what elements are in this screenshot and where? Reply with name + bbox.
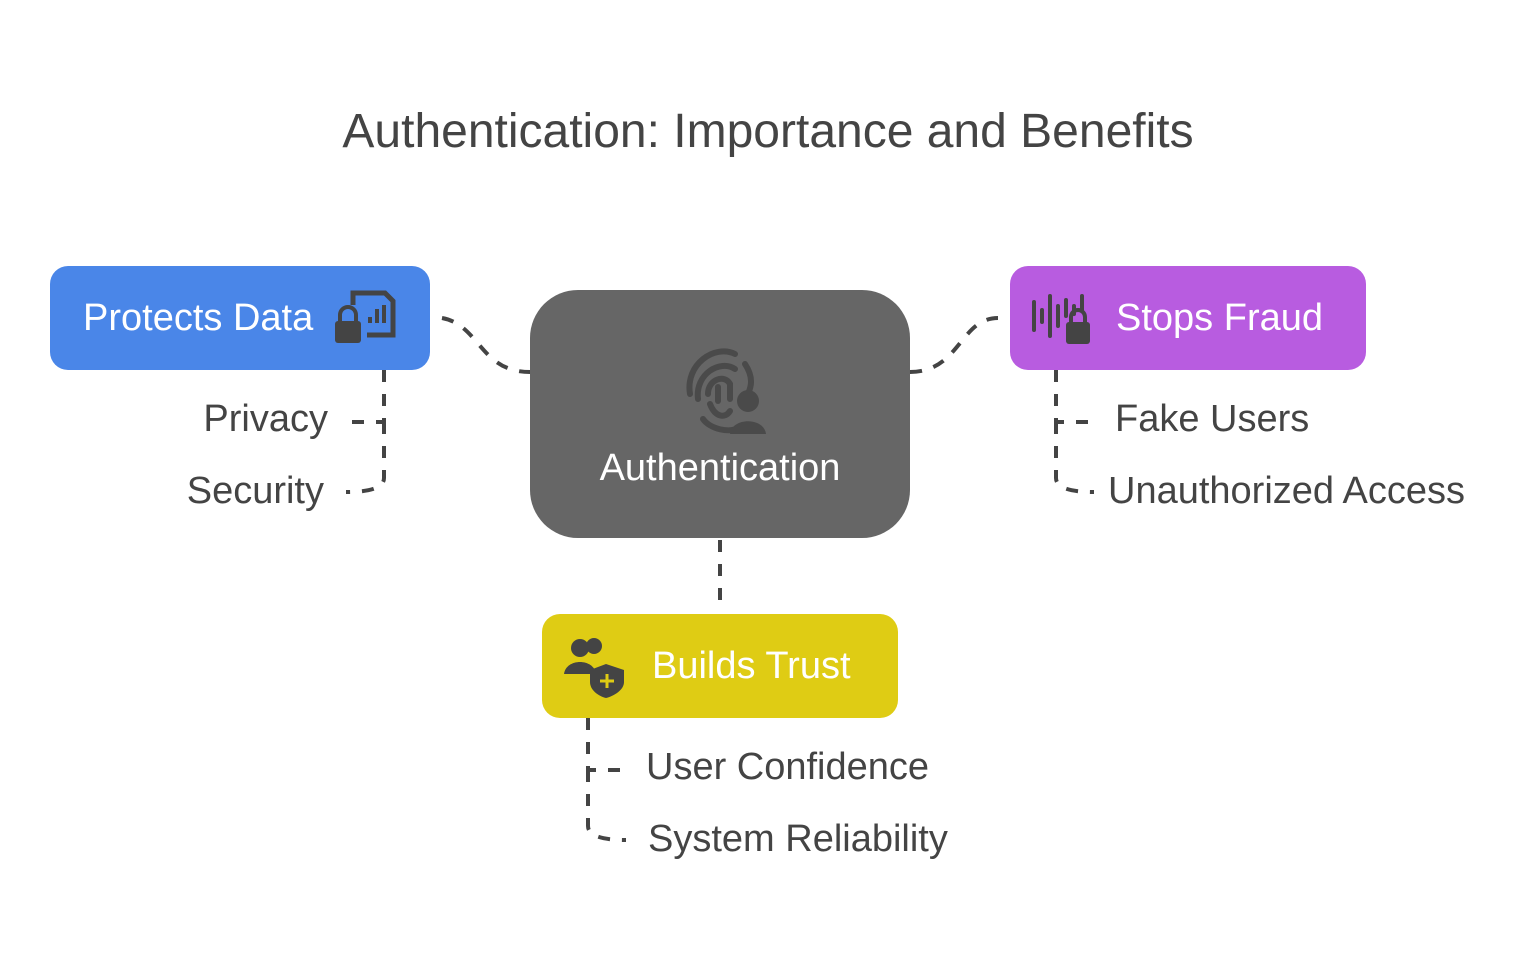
center-node-authentication: Authentication — [530, 290, 910, 538]
leaf-privacy: Privacy — [203, 398, 328, 440]
lock-chart-icon — [335, 290, 396, 343]
users-shield-icon — [564, 638, 624, 698]
leaf-fake-users: Fake Users — [1115, 398, 1310, 440]
leaf-system-reliability: System Reliability — [648, 818, 948, 860]
node-label: Stops Fraud — [1116, 296, 1323, 339]
leaf-user-confidence: User Confidence — [646, 746, 930, 788]
diagram-title: Authentication: Importance and Benefits — [342, 105, 1194, 158]
soundwave-lock-icon — [1032, 294, 1090, 344]
leaf-unauthorized-access: Unauthorized Access — [1108, 470, 1465, 512]
node-label: Protects Data — [83, 296, 314, 339]
node-protects-data[interactable]: Protects Data — [50, 266, 430, 370]
node-stops-fraud[interactable]: Stops Fraud — [1010, 266, 1366, 370]
node-builds-trust[interactable]: Builds Trust — [542, 614, 898, 718]
node-label: Builds Trust — [652, 644, 851, 687]
leaf-security: Security — [186, 470, 324, 512]
center-node-label: Authentication — [599, 446, 841, 489]
fingerprint-user-icon — [686, 347, 766, 434]
